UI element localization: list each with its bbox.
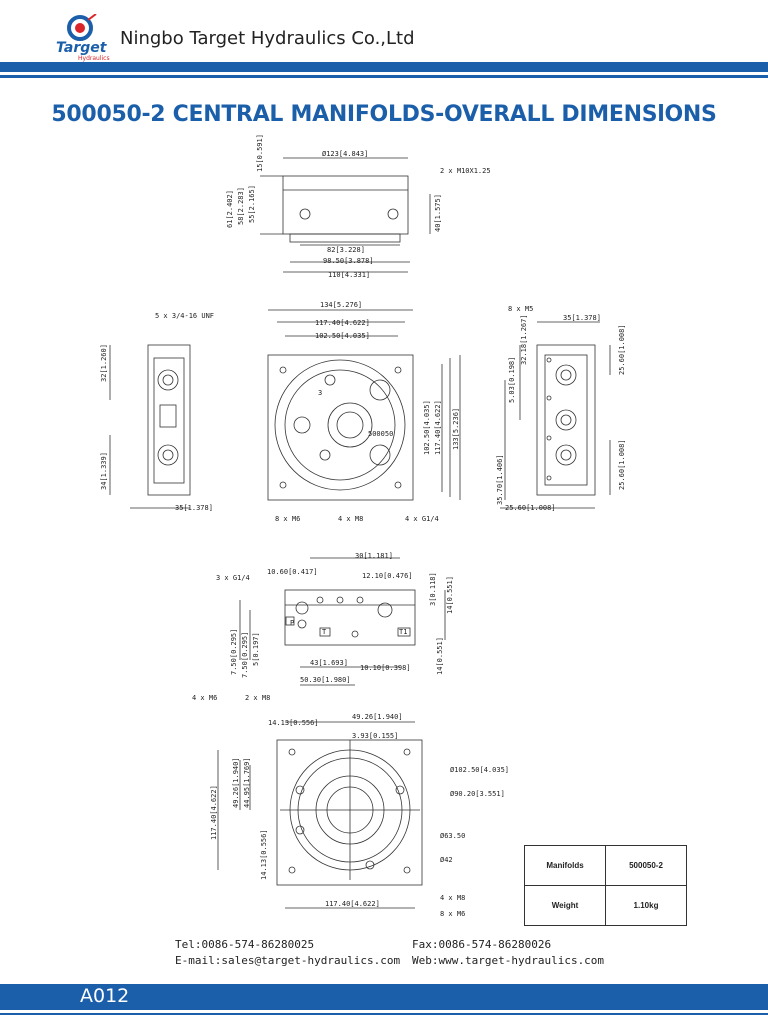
table-row: Weight 1.10kg bbox=[524, 885, 687, 926]
dim-label: 2 x M8 bbox=[245, 694, 270, 702]
dim-label: 5 x 3/4-16 UNF bbox=[155, 312, 214, 320]
dim-label: 44.95[1.769] bbox=[243, 757, 251, 808]
target-logo: Target Hydraulics bbox=[56, 14, 110, 62]
dim-label: 5[0.197] bbox=[252, 632, 260, 666]
dim-label: 49.26[1.940] bbox=[352, 713, 403, 721]
dim-label: Ø123[4.843] bbox=[322, 150, 368, 158]
dim-label: 117.40[4.622] bbox=[315, 319, 370, 327]
front-view bbox=[267, 309, 461, 501]
contact-fax: Fax:0086-574-86280026 bbox=[412, 938, 552, 951]
dim-label: 12.10[0.476] bbox=[362, 572, 413, 580]
dim-label: 4 x M8 bbox=[338, 515, 363, 523]
dim-label: 10.60[0.417] bbox=[267, 568, 318, 576]
dim-label: 14.13[0.556] bbox=[260, 829, 268, 880]
dim-label: 2 x M10X1.25 bbox=[440, 167, 491, 175]
top-view bbox=[260, 157, 431, 273]
dim-label: 8 x M6 bbox=[275, 515, 300, 523]
dim-label: 8 x M6 bbox=[440, 910, 465, 918]
port-label: T bbox=[322, 628, 327, 636]
dim-label: 110[4.331] bbox=[328, 271, 370, 279]
dim-label: 14[0.551] bbox=[446, 576, 454, 614]
dim-label: 117.40[4.622] bbox=[325, 900, 380, 908]
dim-label: 14.13[0.556] bbox=[268, 719, 319, 727]
dim-label: 4 x M6 bbox=[192, 694, 217, 702]
contact-web[interactable]: Web:www.target-hydraulics.com bbox=[412, 954, 605, 967]
header-bar bbox=[0, 62, 768, 72]
dim-label: 30[1.181] bbox=[355, 552, 393, 560]
contact-tel: Tel:0086-574-86280025 bbox=[175, 938, 315, 951]
dim-label: 117.40[4.622] bbox=[434, 400, 442, 455]
dim-label: 3.93[0.155] bbox=[352, 732, 398, 740]
dim-label: 25.60[1.008] bbox=[618, 439, 626, 490]
dim-label: 25.60[1.008] bbox=[505, 504, 556, 512]
port-label: P bbox=[290, 619, 294, 627]
dim-label: 8 x M5 bbox=[508, 305, 533, 313]
side-view bbox=[239, 557, 446, 686]
dim-label: 82[3.228] bbox=[327, 246, 365, 254]
logo-subtext: Hydraulics bbox=[78, 55, 110, 62]
page-code: A012 bbox=[80, 985, 130, 1007]
weight-value: 1.10kg bbox=[605, 885, 687, 926]
dim-label: 58[2.283] bbox=[237, 187, 245, 225]
header-rule bbox=[0, 75, 768, 78]
footer-bar bbox=[0, 984, 768, 1010]
dim-label: 14[0.551] bbox=[436, 637, 444, 675]
port-label: T1 bbox=[399, 628, 407, 636]
weight-label: Weight bbox=[524, 885, 606, 926]
dim-label: 3[0.118] bbox=[429, 572, 437, 606]
dim-label: 61[2.402] bbox=[226, 190, 234, 228]
dim-label: 4 x M8 bbox=[440, 894, 465, 902]
dim-label: 35.70[1.406] bbox=[496, 454, 504, 505]
dim-label: 10.10[0.398] bbox=[360, 664, 411, 672]
dim-label: 102.50[4.035] bbox=[423, 400, 431, 455]
dim-label: Ø90.20[3.551] bbox=[450, 790, 505, 798]
dim-label: 50.30[1.980] bbox=[300, 676, 351, 684]
dim-label: 7.50[0.295] bbox=[230, 629, 238, 675]
spec-table: Manifolds 500050-2 Weight 1.10kg bbox=[524, 845, 687, 926]
right-view bbox=[500, 321, 611, 509]
bottom-view bbox=[217, 721, 423, 909]
table-row: Manifolds 500050-2 bbox=[524, 845, 687, 886]
dim-label: 133[5.236] bbox=[452, 408, 460, 450]
dim-label: 55[2.165] bbox=[248, 185, 256, 223]
manifolds-label: Manifolds bbox=[524, 845, 606, 886]
part-label: 500050 bbox=[368, 430, 393, 438]
page-title: 500050-2 CENTRAL MANIFOLDS-OVERALL DIMEN… bbox=[51, 102, 717, 127]
dim-label: 35[1.378] bbox=[175, 504, 213, 512]
company-name: Ningbo Target Hydraulics Co.,Ltd bbox=[120, 28, 415, 49]
dim-label: 34[1.339] bbox=[100, 452, 108, 490]
dim-label: 32.18[1.267] bbox=[520, 314, 528, 365]
dim-label: 5.03[0.198] bbox=[508, 357, 516, 403]
dim-label: 43[1.693] bbox=[310, 659, 348, 667]
dim-label: 102.50[4.035] bbox=[315, 332, 370, 340]
dim-label: 134[5.276] bbox=[320, 301, 362, 309]
logo-text: Target bbox=[56, 40, 108, 56]
manifolds-value: 500050-2 bbox=[605, 845, 687, 886]
left-view bbox=[109, 344, 191, 509]
dim-label: 4 x G1/4 bbox=[405, 515, 439, 523]
dim-label: 7.50[0.295] bbox=[241, 632, 249, 678]
port-label: 3 bbox=[318, 389, 322, 397]
dim-label: 40[1.575] bbox=[434, 194, 442, 232]
dim-label: 3 x G1/4 bbox=[216, 574, 250, 582]
dim-label: 35[1.378] bbox=[563, 314, 601, 322]
dim-label: Ø102.50[4.035] bbox=[450, 766, 509, 774]
dim-label: 98.50[3.878] bbox=[323, 257, 374, 265]
dim-label: Ø63.50 bbox=[440, 832, 465, 840]
footer-rule bbox=[0, 1013, 768, 1015]
dim-label: 25.60[1.008] bbox=[618, 324, 626, 375]
contact-email[interactable]: E-mail:sales@target-hydraulics.com bbox=[175, 954, 401, 967]
dim-label: 49.26[1.940] bbox=[232, 757, 240, 808]
dim-label: 32[1.260] bbox=[100, 344, 108, 382]
dim-label: Ø42 bbox=[440, 856, 453, 864]
dim-label: 15[0.591] bbox=[256, 134, 264, 172]
dim-label: 117.40[4.622] bbox=[210, 785, 218, 840]
